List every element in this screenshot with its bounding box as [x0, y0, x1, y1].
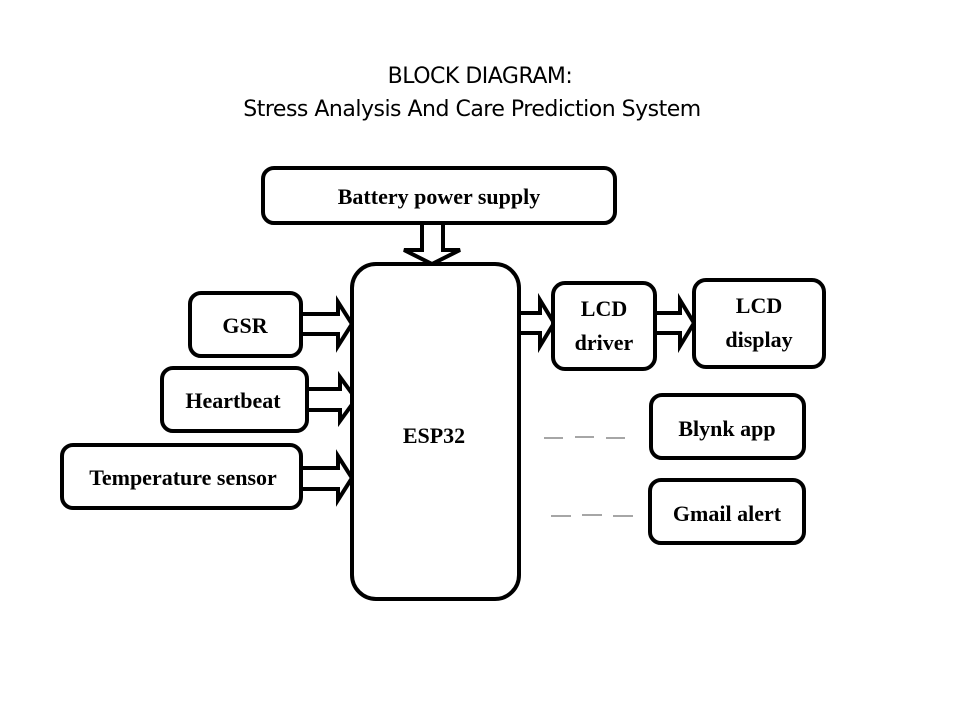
gmail-label: Gmail alert [673, 501, 782, 526]
lcd-driver-block: LCD driver [551, 281, 657, 371]
lcd-display-label-line1: LCD [736, 293, 782, 318]
arrow-battery-to-esp32 [403, 220, 461, 267]
gsr-label: GSR [222, 313, 268, 338]
gmail-alert-block: Gmail alert [648, 478, 806, 545]
temperature-label: Temperature sensor [89, 465, 277, 490]
arrow-temperature-to-esp32 [298, 449, 355, 507]
blynk-label: Blynk app [678, 416, 775, 441]
esp32-block: ESP32 [350, 262, 521, 601]
blynk-app-block: Blynk app [649, 393, 806, 460]
heartbeat-label: Heartbeat [185, 388, 281, 413]
heartbeat-block: Heartbeat [160, 366, 309, 433]
esp32-label: ESP32 [403, 423, 465, 448]
lcd-display-block: LCD display [692, 278, 826, 369]
dashed-link-esp32-blynk [544, 436, 625, 439]
diagram-title: BLOCK DIAGRAM: [387, 64, 573, 89]
gsr-block: GSR [188, 291, 303, 358]
arrow-gsr-to-esp32 [298, 295, 355, 353]
arrow-esp32-to-lcd-driver [516, 292, 557, 354]
temperature-sensor-block: Temperature sensor [60, 443, 303, 510]
lcd-driver-label-line1: LCD [581, 296, 627, 321]
battery-power-supply-block: Battery power supply [261, 166, 617, 225]
lcd-driver-label-line2: driver [575, 330, 634, 355]
diagram-subtitle: Stress Analysis And Care Prediction Syst… [243, 97, 701, 122]
dashed-link-esp32-gmail [551, 514, 633, 517]
lcd-display-label-line2: display [725, 327, 792, 352]
arrow-heartbeat-to-esp32 [304, 370, 359, 428]
battery-label: Battery power supply [338, 184, 541, 209]
